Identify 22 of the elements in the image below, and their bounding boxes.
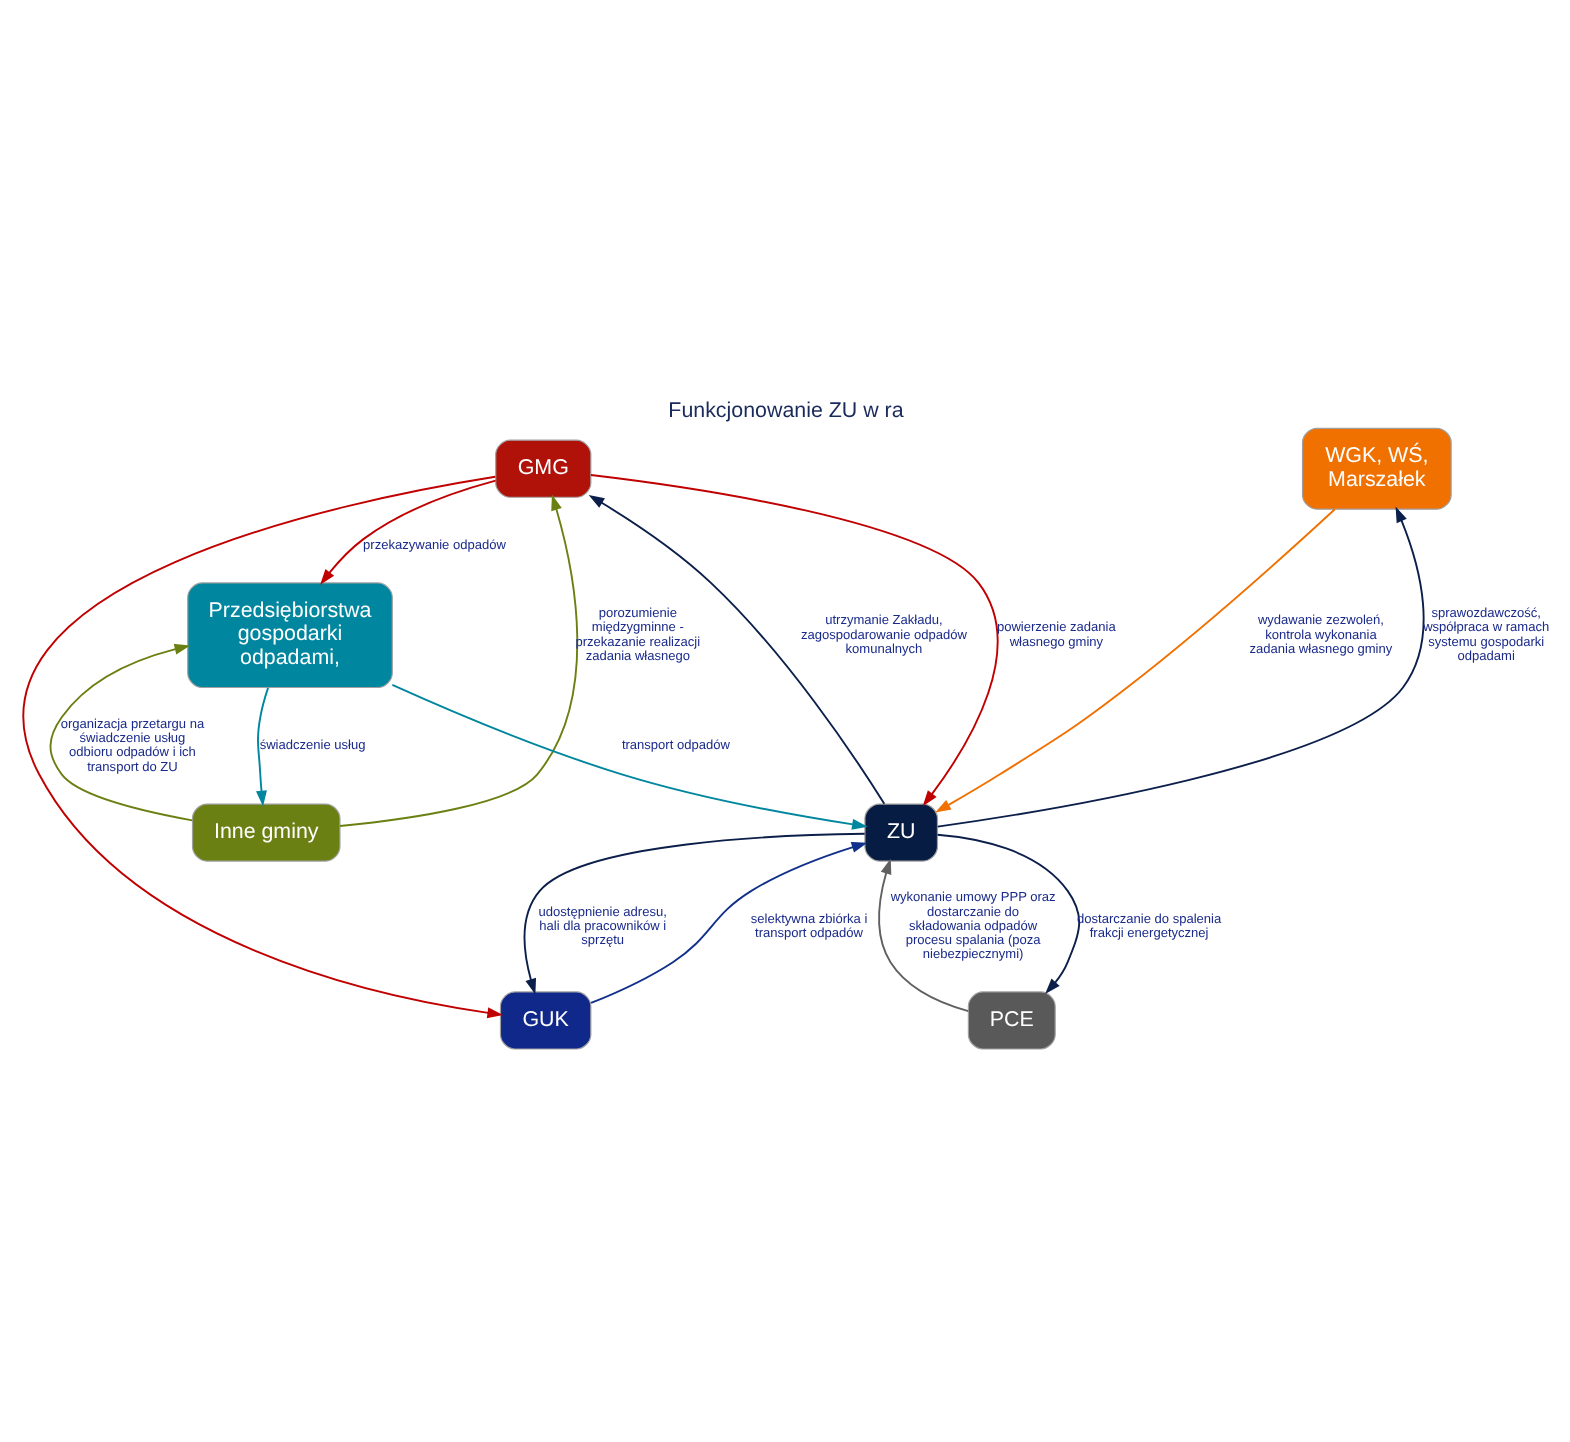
diagram-title: Funkcjonowanie ZU w ra (667, 397, 903, 422)
arrow (48, 642, 193, 821)
arrow (319, 478, 496, 584)
arrow (255, 685, 268, 806)
node-box: GUK (498, 990, 591, 1049)
arrow (390, 683, 867, 829)
node-box: Inne gminy (190, 802, 340, 861)
node-box: WGK, WŚ, Marszałek (1300, 426, 1451, 509)
arrow (587, 493, 885, 804)
arrow (522, 831, 865, 994)
node-box: ZU (863, 802, 938, 861)
arrow (877, 857, 969, 1012)
node-box: Przedsiębiorstwa gospodarki odpadami, (186, 581, 392, 688)
arrow (935, 832, 1080, 993)
arrow (22, 474, 503, 1018)
arrow (589, 473, 998, 806)
arrow (338, 493, 578, 826)
arrow (589, 841, 867, 1003)
arrow (934, 507, 1335, 812)
arrow (935, 505, 1424, 827)
node-box: PCE (966, 990, 1055, 1049)
node-box: GMG (494, 438, 591, 497)
